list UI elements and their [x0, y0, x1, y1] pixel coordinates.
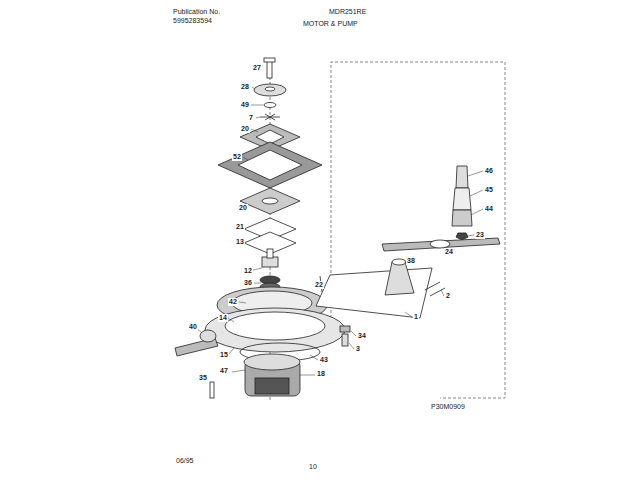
callout-number: 20 — [238, 204, 248, 212]
drawing-stroke — [255, 378, 289, 394]
drawing-stroke — [225, 312, 325, 340]
drawing-stroke — [453, 188, 471, 210]
drawing-stroke — [264, 58, 275, 62]
callout-number: 15 — [219, 351, 229, 359]
drawing-stroke — [351, 331, 356, 336]
callout-number: 40 — [188, 323, 198, 331]
drawing-stroke — [232, 370, 245, 372]
drawing-stroke — [251, 105, 263, 106]
drawing-stroke — [430, 240, 450, 248]
drawing-stroke — [456, 233, 468, 240]
callout-number: 44 — [484, 205, 494, 213]
drawing-stroke — [316, 268, 432, 318]
drawing-stroke — [252, 87, 255, 89]
drawing-stroke — [228, 348, 234, 355]
header-text: MDR251RE — [328, 8, 367, 16]
callout-number: 36 — [243, 279, 253, 287]
drawing-stroke — [468, 171, 483, 176]
callout-number: 24 — [444, 248, 454, 256]
drawing-stroke — [240, 188, 300, 214]
callout-number: 13 — [235, 238, 245, 246]
drawing-stroke — [342, 334, 348, 346]
drawing-stroke — [452, 210, 472, 226]
drawing-stroke — [256, 117, 260, 118]
spray-arm-parts — [316, 166, 500, 346]
drawing-stroke — [310, 355, 318, 360]
drawing-stroke — [300, 375, 315, 376]
figure-code: P30M0909 — [430, 403, 466, 411]
drawing-stroke — [265, 87, 275, 91]
drawing-stroke — [218, 142, 322, 188]
callout-number: 2 — [445, 292, 451, 300]
callout-number: 3 — [355, 345, 361, 353]
callout-number: 20 — [240, 125, 250, 133]
motor-parts — [175, 58, 345, 398]
drawing-stroke — [239, 302, 246, 303]
callout-number: 34 — [357, 332, 367, 340]
drawing-stroke — [456, 166, 468, 188]
drawing-stroke — [262, 257, 278, 267]
callout-number: 12 — [243, 267, 253, 275]
date-text: 06/95 — [175, 457, 195, 465]
drawing-stroke — [251, 129, 258, 132]
drawing-stroke — [210, 382, 214, 398]
callout-number: 49 — [240, 101, 250, 109]
callout-number: 14 — [218, 314, 228, 322]
callout-number: 27 — [252, 64, 262, 72]
drawing-stroke — [254, 84, 286, 96]
page-number: 10 — [308, 463, 318, 471]
callout-number: 7 — [248, 114, 254, 122]
drawing-stroke — [260, 114, 280, 120]
drawing-stroke — [331, 62, 505, 398]
callout-number: 46 — [484, 167, 494, 175]
callout-number: 45 — [484, 186, 494, 194]
callout-number: 52 — [232, 153, 242, 161]
drawing-stroke — [385, 262, 414, 295]
drawing-stroke — [340, 326, 350, 332]
drawing-stroke — [405, 312, 412, 317]
drawing-stroke — [205, 308, 345, 352]
callout-number: 22 — [314, 281, 324, 289]
callout-number: 38 — [406, 257, 416, 265]
callout-number: 28 — [240, 83, 250, 91]
drawing-stroke — [382, 238, 500, 251]
drawing-stroke — [238, 150, 302, 180]
header-text: 5995283594 — [172, 17, 213, 25]
drawing-stroke — [467, 235, 474, 236]
drawing-stroke — [267, 249, 273, 258]
drawing-stroke — [267, 60, 272, 78]
callout-number: 43 — [319, 356, 329, 364]
drawing-stroke — [264, 103, 276, 108]
drawing-stroke — [441, 290, 444, 296]
drawing-stroke — [254, 283, 261, 284]
drawing-stroke — [425, 282, 445, 296]
leader-lines — [196, 87, 483, 375]
callout-number: 1 — [413, 313, 419, 321]
section-title: MOTOR & PUMP — [302, 20, 359, 28]
callout-number: 35 — [198, 374, 208, 382]
header-text: Publication No. — [172, 8, 221, 16]
callout-number: 23 — [475, 231, 485, 239]
drawing-stroke — [200, 330, 216, 342]
drawing-stroke — [470, 190, 483, 196]
drawing-stroke — [471, 209, 483, 215]
drawing-stroke — [228, 318, 234, 322]
callout-number: 18 — [316, 370, 326, 378]
callout-number: 21 — [235, 223, 245, 231]
drawing-stroke — [392, 259, 406, 265]
drawing-stroke — [349, 343, 354, 349]
callout-number: 47 — [219, 367, 229, 375]
drawing-stroke — [244, 354, 300, 370]
drawing-stroke — [243, 157, 248, 160]
callout-number: 42 — [228, 298, 238, 306]
drawing-stroke — [262, 198, 278, 204]
